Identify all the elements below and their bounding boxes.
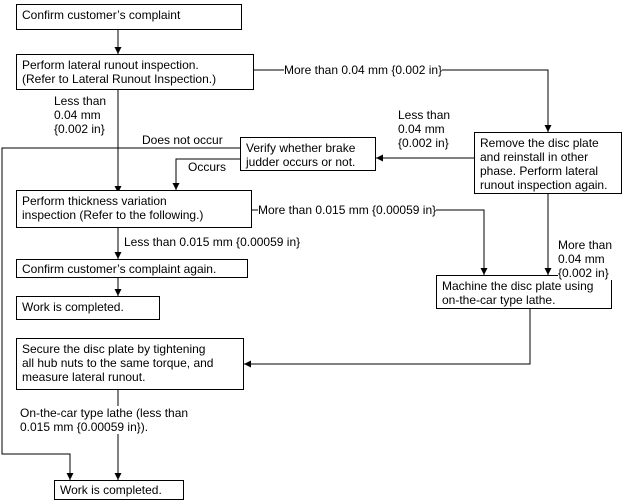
secure-disc-line-3: measure lateral runout. xyxy=(22,370,146,384)
label-less-than-004-a-line-3: {0.002 in} xyxy=(54,122,105,136)
confirm-again-text: Confirm customer’s complaint again. xyxy=(22,262,217,276)
work-completed-box-1: Work is completed. xyxy=(16,296,160,320)
confirm-complaint-text: Confirm customer’s complaint xyxy=(22,8,181,22)
thickness-variation-box: Perform thickness variation inspection (… xyxy=(16,190,252,228)
arrow-verify-occurs xyxy=(172,158,250,190)
label-occurs: Occurs xyxy=(188,160,227,174)
label-less-than-004-b: Less than 0.04 mm {0.002 in} xyxy=(398,108,462,150)
thickness-variation-line-1: Perform thickness variation xyxy=(22,194,167,208)
verify-judder-box: Verify whether brake judder occurs or no… xyxy=(240,137,376,171)
secure-disc-line-1: Secure the disc plate by tightening xyxy=(22,342,206,356)
remove-disc-line-2: and reinstall in other xyxy=(480,150,589,164)
arrow-machine-to-secure xyxy=(244,309,531,368)
label-less-than-004-b-line-2: 0.04 mm xyxy=(398,122,445,136)
work-completed-box-2: Work is completed. xyxy=(54,480,184,500)
verify-judder-line-2: judder occurs or not. xyxy=(246,155,356,169)
work-completed-text-2: Work is completed. xyxy=(60,483,162,497)
arrow-verify-no-judder xyxy=(1,147,240,480)
confirm-complaint-box: Confirm customer’s complaint xyxy=(16,4,242,30)
label-less-than-004-b-line-1: Less than xyxy=(398,108,451,122)
label-less-than-004-a: Less than 0.04 mm {0.002 in} xyxy=(54,94,116,136)
remove-disc-line-1: Remove the disc plate xyxy=(480,136,599,150)
label-on-car-lathe-line-2: 0.015 mm {0.00059 in}). xyxy=(20,420,149,434)
remove-disc-line-4: runout inspection again. xyxy=(480,178,608,192)
label-less-than-004-a-line-2: 0.04 mm xyxy=(54,108,101,122)
label-more-than-004-b-line-3: {0.002 in} xyxy=(558,266,609,280)
verify-judder-line-1: Verify whether brake xyxy=(246,141,356,155)
label-more-than-004-b-line-2: 0.04 mm xyxy=(558,252,605,266)
machine-disc-line-1: Machine the disc plate using xyxy=(442,279,594,293)
remove-disc-line-3: phase. Perform lateral xyxy=(480,164,599,178)
thickness-variation-line-2: inspection (Refer to the following.) xyxy=(22,208,204,222)
label-less-than-0015: Less than 0.015 mm {0.00059 in} xyxy=(124,235,301,249)
remove-disc-box: Remove the disc plate and reinstall in o… xyxy=(474,132,622,194)
label-more-than-004-b-line-1: More than xyxy=(558,238,613,252)
secure-disc-box: Secure the disc plate by tightening all … xyxy=(16,338,244,390)
machine-disc-box: Machine the disc plate using on-the-car … xyxy=(436,275,612,309)
label-more-than-004-b: More than 0.04 mm {0.002 in} xyxy=(558,238,624,280)
label-more-than-0015: More than 0.015 mm {0.00059 in} xyxy=(258,203,437,217)
confirm-again-box: Confirm customer’s complaint again. xyxy=(16,259,248,278)
label-less-than-004-b-line-3: {0.002 in} xyxy=(398,136,449,150)
label-on-car-lathe-line-1: On-the-car type lathe (less than xyxy=(20,406,189,420)
work-completed-text-1: Work is completed. xyxy=(22,300,124,314)
label-does-not-occur: Does not occur xyxy=(142,133,223,147)
machine-disc-line-2: on-the-car type lathe. xyxy=(442,293,556,307)
lateral-runout-box: Perform lateral runout inspection. (Refe… xyxy=(16,54,254,90)
label-on-car-lathe: On-the-car type lathe (less than 0.015 m… xyxy=(20,406,220,434)
lateral-runout-line-2: (Refer to Lateral Runout Inspection.) xyxy=(22,72,217,86)
lateral-runout-line-1: Perform lateral runout inspection. xyxy=(22,58,199,72)
label-more-than-004-a: More than 0.04 mm {0.002 in} xyxy=(284,63,443,77)
label-less-than-004-a-line-1: Less than xyxy=(54,94,107,108)
secure-disc-line-2: all hub nuts to the same torque, and xyxy=(22,356,214,370)
